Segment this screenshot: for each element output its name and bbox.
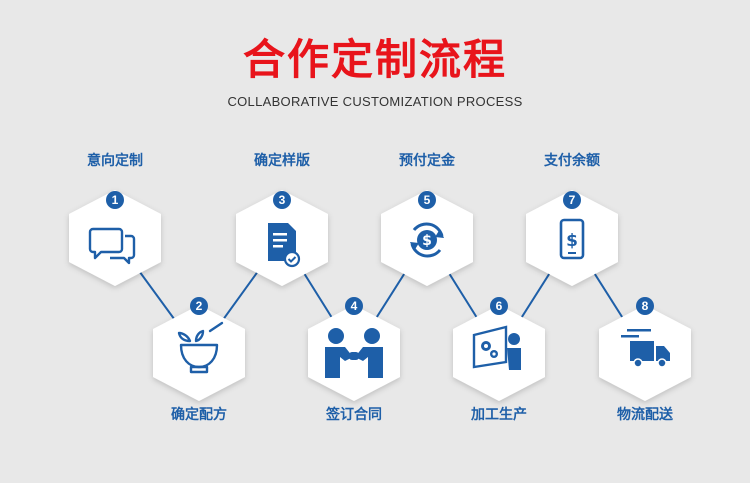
- mortar-pestle-icon: [177, 321, 224, 374]
- document-check-icon: [268, 223, 301, 268]
- step-2-number: 2: [196, 299, 203, 313]
- step-6-badge: [490, 297, 508, 315]
- chat-bubbles-icon: [88, 227, 136, 265]
- step-6-number: 6: [496, 299, 503, 313]
- hex-nodes: [69, 190, 691, 401]
- step-6-label: 加工生产: [471, 407, 527, 423]
- step-4-label: 签订合同: [326, 407, 382, 423]
- step-1-hexagon: [69, 190, 161, 286]
- step-3-badge: [273, 191, 291, 209]
- step-8-number: 8: [642, 299, 649, 313]
- step-8-badge: [636, 297, 654, 315]
- step-5-badge: [418, 191, 436, 209]
- step-5-number: 5: [424, 193, 431, 207]
- production-icon: [472, 325, 521, 370]
- delivery-truck-icon: [621, 329, 670, 368]
- step-5-label: 预付定金: [399, 153, 455, 169]
- step-3-label: 确定样版: [254, 153, 310, 169]
- svg-text:$: $: [422, 233, 432, 249]
- dollar-cycle-icon: $: [410, 222, 444, 258]
- step-4-badge: [345, 297, 363, 315]
- step-2-badge: [190, 297, 208, 315]
- phone-dollar-icon: $: [559, 218, 585, 260]
- step-7-hexagon: [526, 190, 618, 286]
- step-1-badge: [106, 191, 124, 209]
- step-8-label: 物流配送: [617, 407, 673, 423]
- step-4-number: 4: [351, 299, 358, 313]
- handshake-icon: [325, 328, 383, 378]
- step-7-label: 支付余额: [544, 153, 600, 169]
- page-subtitle: COLLABORATIVE CUSTOMIZATION PROCESS: [227, 94, 523, 109]
- step-1-number: 1: [112, 193, 119, 207]
- page-title: 合作定制流程: [242, 35, 507, 84]
- step-7-badge: [563, 191, 581, 209]
- number-badges: 1 2 3 4 5 6 7 8: [106, 191, 654, 315]
- step-1-label: 意向定制: [87, 153, 143, 169]
- step-3-number: 3: [279, 193, 286, 207]
- step-2-label: 确定配方: [171, 407, 227, 423]
- step-2-hexagon: [153, 305, 245, 401]
- step-7-number: 7: [569, 193, 576, 207]
- svg-text:$: $: [566, 231, 578, 251]
